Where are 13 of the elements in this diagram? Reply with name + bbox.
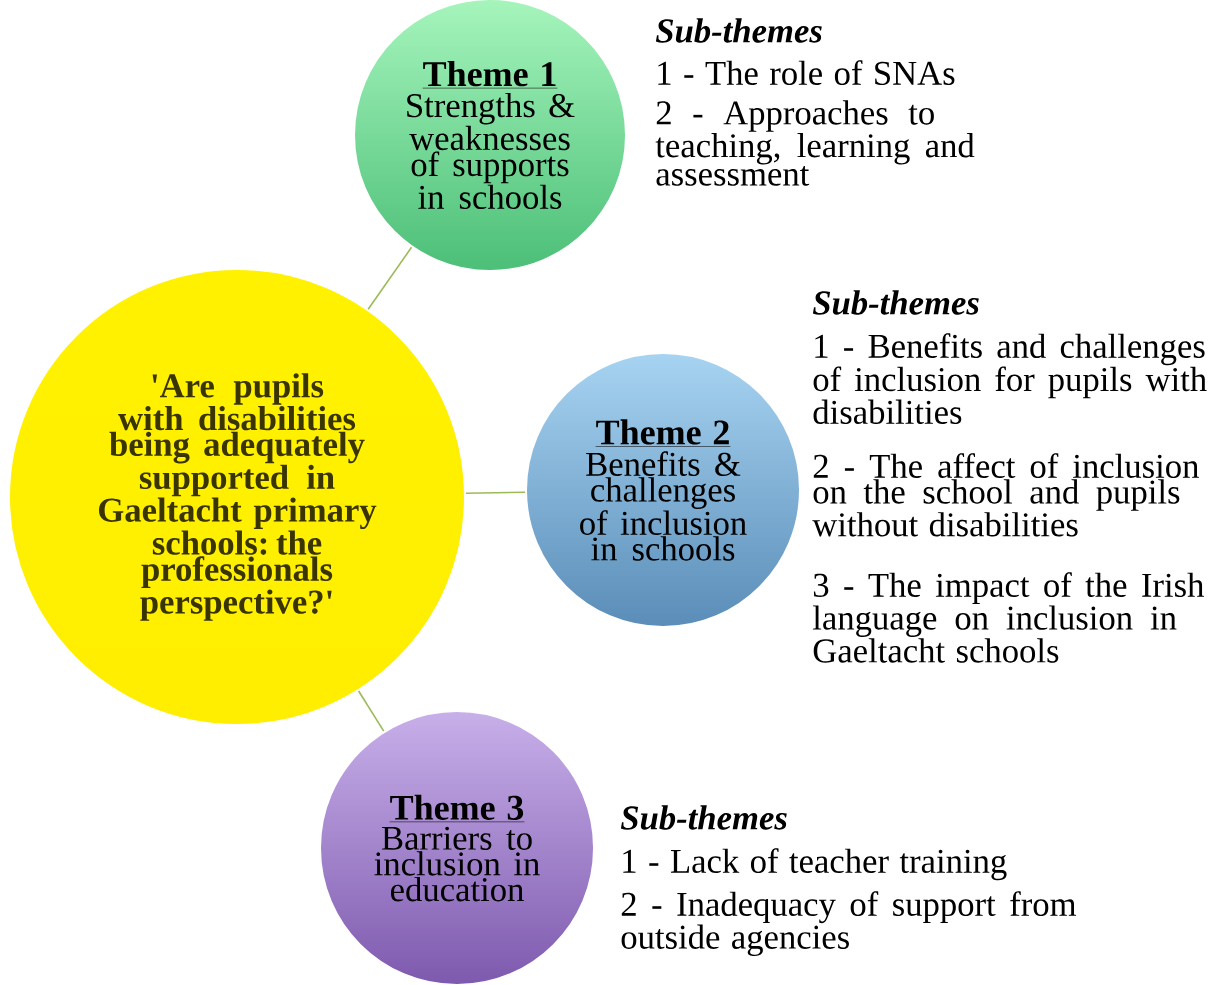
sub-themes-heading: Sub-themes [655, 18, 822, 43]
connector-line [465, 491, 526, 495]
sub-theme-text: 1 - Benefits and challenges of inclusion for pupils with disabilities [813, 333, 1207, 424]
connector-line [357, 690, 385, 732]
sub-theme-text: 2 - Approaches to teaching, learning and assessment [655, 100, 975, 186]
sub-themes-heading: Sub-themes [812, 290, 979, 315]
connector-line [367, 246, 413, 311]
sub-theme-text: 2 - Inadequacy of support from outside agencies [621, 891, 1077, 957]
sub-theme-text: 2 - The affect of inclusion on the school and pupils without disabilities [812, 453, 1199, 537]
sub-theme-text: 3 - The impact of the Irish language on inclusion in Gaeltacht schools [812, 572, 1204, 663]
sub-theme-text: 1 - The role of SNAs [658, 60, 955, 85]
sub-themes-heading: Sub-themes [620, 805, 787, 830]
sub-theme-text: 1 - Lack of teacher training [623, 848, 1007, 881]
